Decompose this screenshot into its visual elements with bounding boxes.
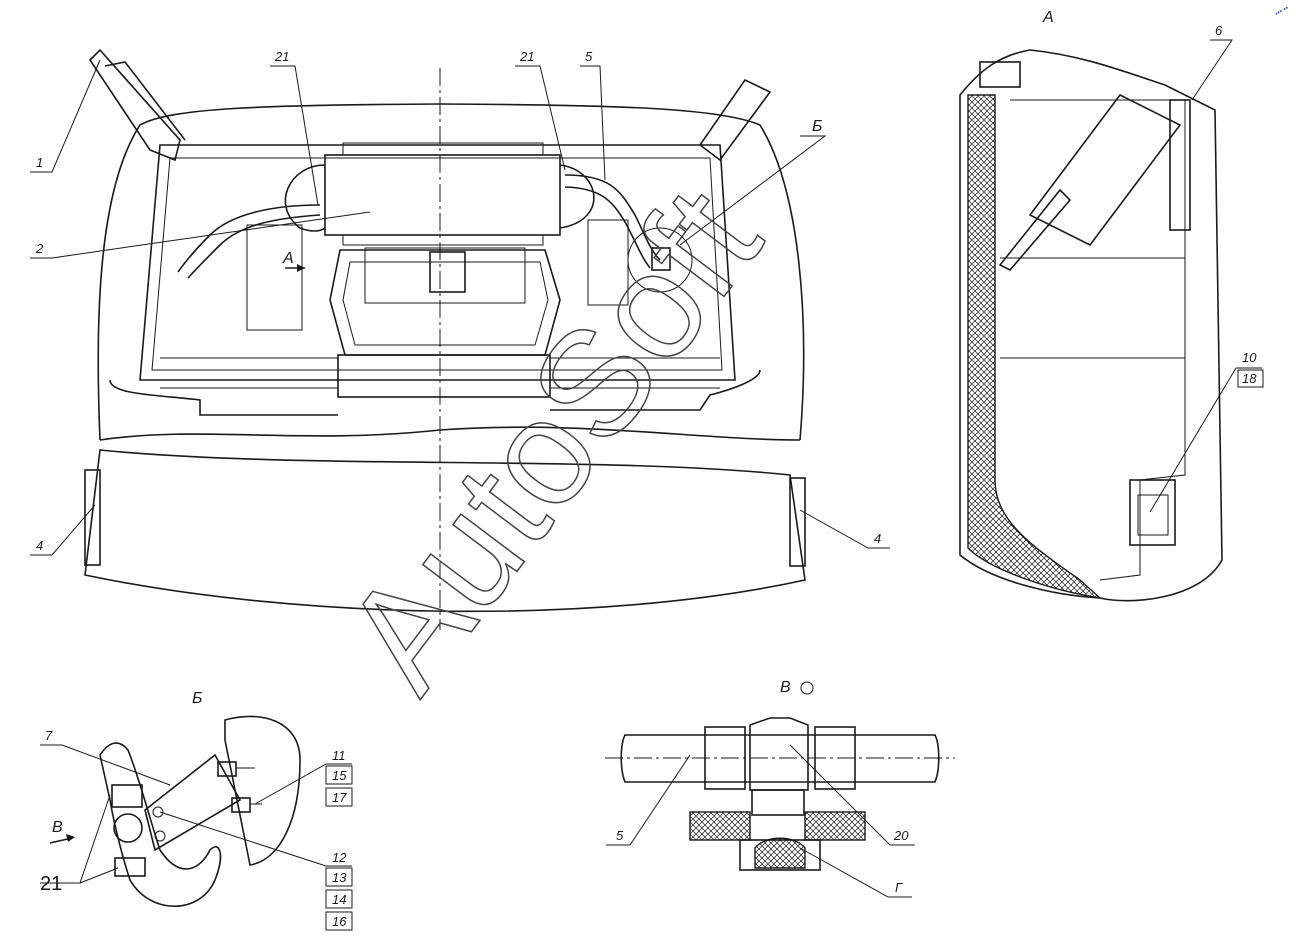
callout-6: 6 <box>1215 23 1223 38</box>
callout-16: 16 <box>332 914 347 929</box>
heater-body <box>324 154 561 236</box>
detail-b: Б В 7 21 11 15 17 12 13 14 16 <box>40 690 353 931</box>
callout-1: 1 <box>36 155 43 170</box>
view-v-title: В <box>780 679 791 696</box>
callout-17: 17 <box>332 790 347 805</box>
view-a-title: А <box>1042 9 1054 26</box>
arrow-v-label: В <box>52 819 63 836</box>
view-b-title: Б <box>192 690 202 707</box>
lower-panel <box>84 449 806 613</box>
section-view-a: А 6 10 18 <box>959 9 1264 602</box>
rotation-icon <box>800 681 814 695</box>
callout-12: 12 <box>332 850 347 865</box>
corner-mark: ••• •• <box>1274 5 1290 18</box>
callout-21-detail: 21 <box>40 873 62 895</box>
callout-21-right: 21 <box>519 49 534 64</box>
callout-13: 13 <box>332 870 347 885</box>
callout-15: 15 <box>332 768 347 783</box>
arrow-a-label: А <box>282 250 294 267</box>
main-view: А 1 2 21 21 5 Б 4 4 <box>30 48 890 630</box>
callout-b: Б <box>812 118 822 135</box>
callout-18: 18 <box>1242 371 1257 386</box>
callout-5-detail: 5 <box>616 828 624 843</box>
callout-5: 5 <box>585 49 593 64</box>
callout-2: 2 <box>35 241 44 256</box>
callout-4-left: 4 <box>36 538 43 553</box>
callout-7: 7 <box>45 728 53 743</box>
watermark: AutoSoft <box>311 159 791 720</box>
callout-20: 20 <box>893 828 909 843</box>
cab-outline <box>97 103 805 441</box>
callout-10: 10 <box>1242 350 1257 365</box>
callout-g: Г <box>895 880 903 895</box>
detail-v: В 5 20 Г <box>605 679 955 898</box>
callout-4-right: 4 <box>874 531 881 546</box>
callout-21-left: 21 <box>274 49 289 64</box>
callout-14: 14 <box>332 892 346 907</box>
callout-11: 11 <box>332 748 346 763</box>
